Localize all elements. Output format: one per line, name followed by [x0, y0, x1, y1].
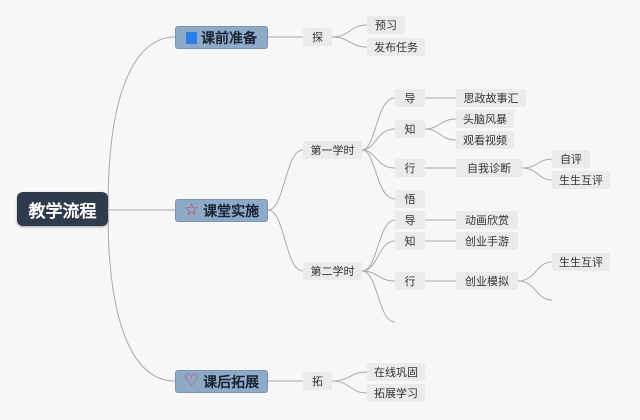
node-dao2[interactable]: 导: [395, 211, 425, 229]
link-tan-yuxi: [331, 24, 368, 38]
node-dao1[interactable]: 导: [395, 89, 425, 107]
link-root-prep: [107, 36, 176, 209]
link-zhi-toutao: [424, 118, 457, 130]
link-zizhen-huping: [521, 167, 553, 181]
link-tan-fabu: [331, 36, 368, 48]
node-xing1[interactable]: 行: [395, 159, 425, 177]
branch-class-label: 课堂实施: [203, 203, 260, 220]
root-label: 教学流程: [28, 201, 97, 222]
flag-icon: [186, 31, 197, 44]
branch-class[interactable]: ☆ 课堂实施: [175, 199, 268, 222]
link-p2-zhi: [361, 240, 396, 272]
node-sizheng[interactable]: 思政故事汇: [456, 89, 526, 107]
node-moni[interactable]: 创业模拟: [456, 272, 518, 290]
branch-after[interactable]: ♡ 课后拓展: [175, 370, 268, 393]
link-tuo-tuozhan: [331, 380, 368, 394]
node-donghua[interactable]: 动画欣赏: [456, 211, 518, 229]
node-zhi2[interactable]: 知: [395, 232, 425, 250]
node-tuo[interactable]: 拓: [303, 372, 332, 390]
node-huping1[interactable]: 生生互评: [552, 171, 610, 189]
link-p1-wu: [361, 149, 396, 200]
node-wu[interactable]: 悟: [395, 190, 425, 208]
node-period2[interactable]: 第二学时: [303, 262, 362, 280]
star-icon: ☆: [183, 200, 200, 220]
branch-after-label: 课后拓展: [203, 374, 260, 391]
node-zaixian[interactable]: 在线巩固: [367, 363, 425, 381]
link-zizhen-zip: [521, 158, 553, 169]
link-moni-blank: [517, 280, 553, 301]
node-yuxi[interactable]: 预习: [367, 16, 405, 34]
link-p2-dao: [361, 219, 396, 272]
node-guankan[interactable]: 观看视频: [456, 131, 514, 149]
link-tuo-zaixian: [331, 371, 368, 382]
node-xing2[interactable]: 行: [395, 272, 425, 290]
link-p2-xing: [361, 270, 396, 282]
link-p2-blank: [361, 270, 396, 323]
node-tan[interactable]: 探: [303, 28, 332, 46]
node-huping2[interactable]: 生生互评: [552, 253, 610, 271]
heart-icon: ♡: [183, 371, 200, 391]
link-class-period1: [267, 149, 304, 211]
node-fabu[interactable]: 发布任务: [367, 38, 425, 56]
link-p1-zhi: [361, 128, 396, 151]
branch-prep[interactable]: 课前准备: [175, 26, 268, 49]
node-zip[interactable]: 自评: [552, 150, 590, 168]
node-zhi1[interactable]: 知: [395, 120, 425, 138]
branch-prep-label: 课前准备: [201, 30, 257, 47]
node-tuozhan[interactable]: 拓展学习: [367, 384, 425, 402]
link-root-after: [107, 211, 176, 382]
node-chuangyou[interactable]: 创业手游: [456, 232, 518, 250]
root-node[interactable]: 教学流程: [17, 192, 108, 226]
node-toutao[interactable]: 头脑风暴: [456, 110, 514, 128]
link-p1-dao: [361, 97, 396, 151]
link-zhi-guankan: [424, 128, 457, 141]
node-period1[interactable]: 第一学时: [303, 141, 362, 159]
node-zizhen[interactable]: 自我诊断: [456, 159, 522, 177]
link-moni-huping: [517, 261, 553, 282]
link-class-period2: [267, 209, 304, 272]
